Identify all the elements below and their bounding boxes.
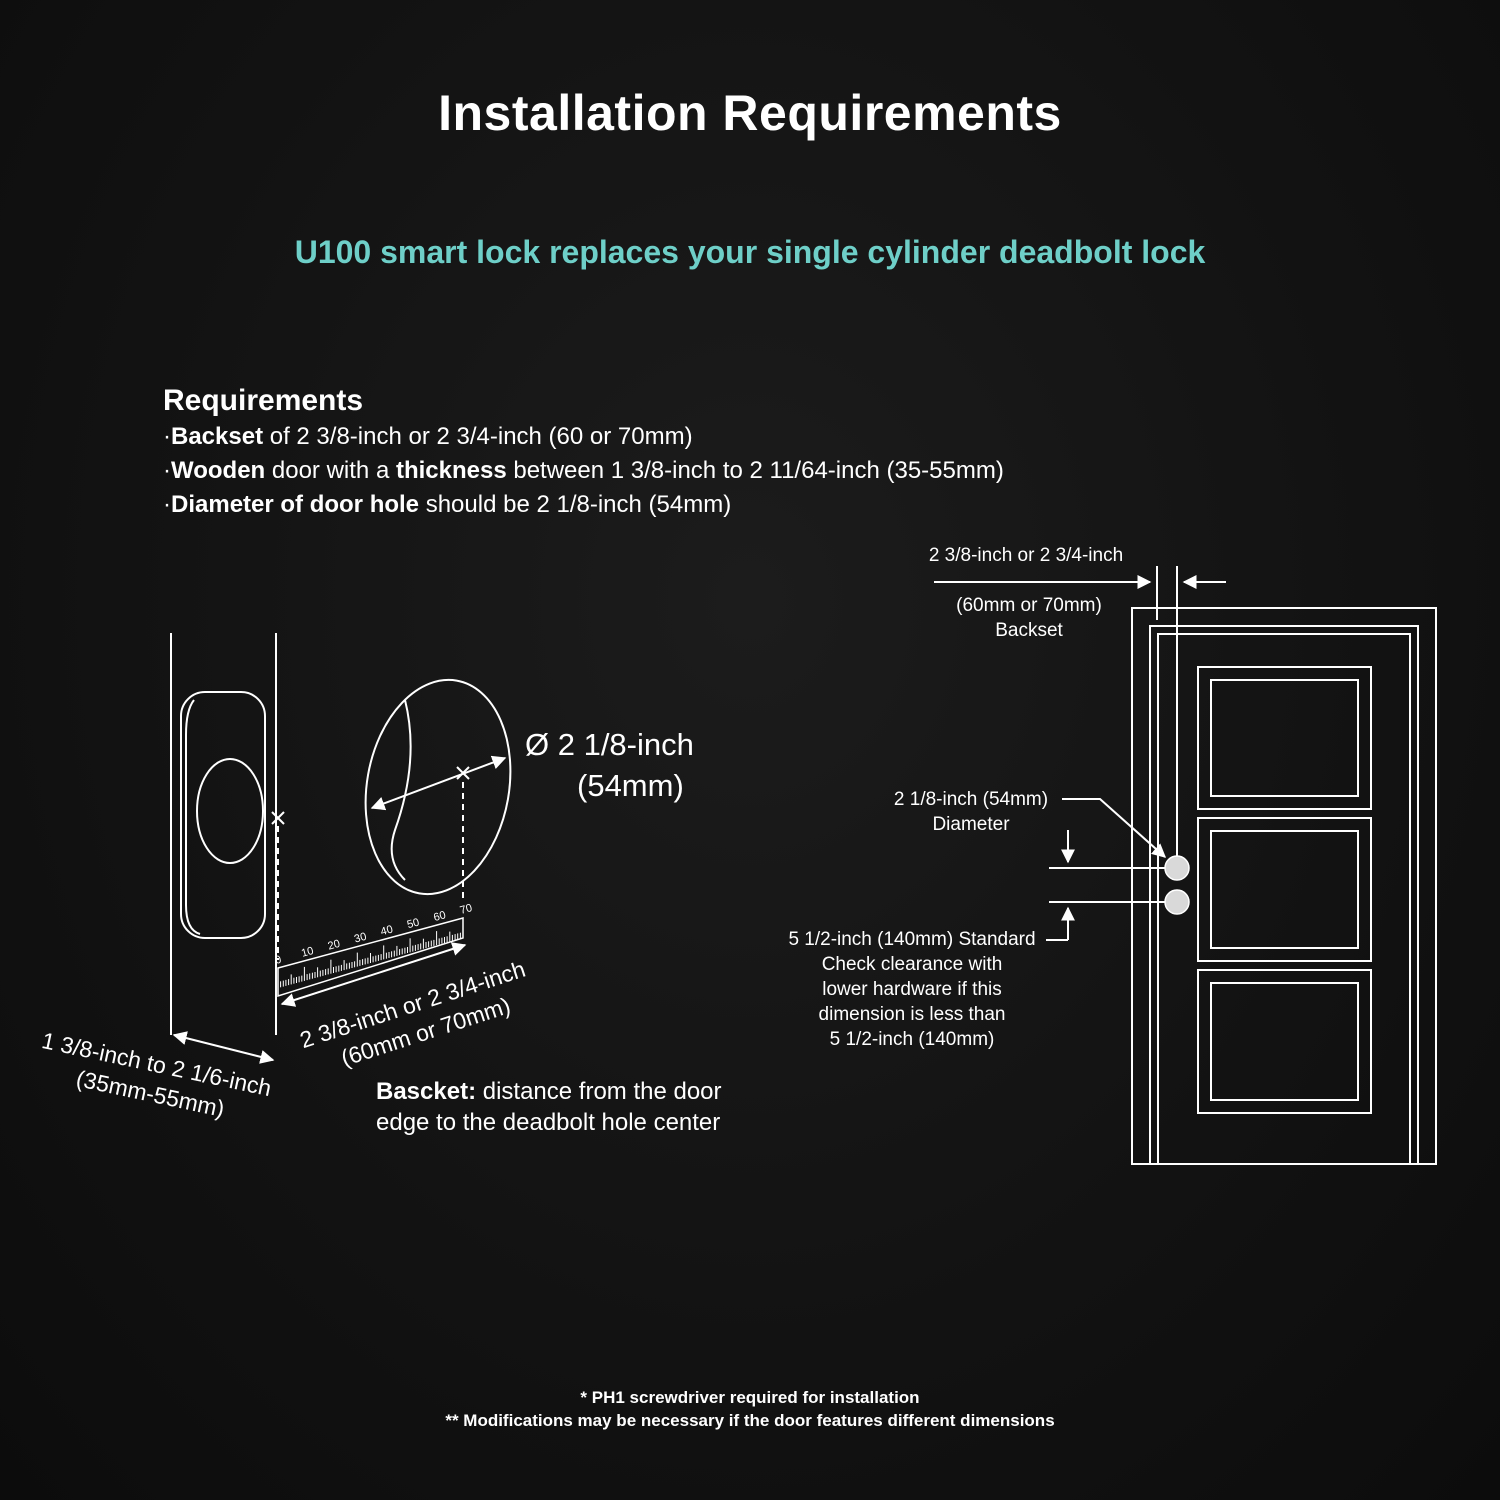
door-panel-bottom-inner <box>1210 982 1359 1101</box>
right-diameter-label-line2: Diameter <box>932 814 1010 835</box>
lock-outline <box>180 691 266 939</box>
requirement-diameter: ·Diameter of door hole should be 2 1/8-i… <box>163 488 1163 522</box>
bullet: · <box>163 491 171 518</box>
requirement-bold: Backset <box>171 423 264 450</box>
bullet: · <box>163 423 171 450</box>
ruler-tick-label: 20 <box>327 938 342 953</box>
standard-clearance-line: lower hardware if this <box>822 979 1002 1000</box>
requirement-bold: thickness <box>395 457 507 484</box>
deadbolt-hole-icon <box>1164 855 1190 881</box>
ruler-tick-label: 50 <box>406 916 421 931</box>
right-backset-label-line3: Backset <box>995 620 1063 641</box>
right-backset-label-line2: (60mm or 70mm) <box>956 595 1102 616</box>
right-diameter-label-line1: 2 1/8-inch (54mm) <box>894 789 1048 810</box>
page-title: Installation Requirements <box>438 85 1062 141</box>
lock-back-edge <box>185 699 201 935</box>
backset-label-left: 2 3/8-inch or 2 3/4-inch (60mm or 70mm) <box>297 956 529 1072</box>
requirement-text: of 2 3/8-inch or 2 3/4-inch (60 or 70mm) <box>263 423 693 450</box>
thickness-label: 1 3/8-inch to 2 1/6-inch (35mm-55mm) <box>40 1027 274 1122</box>
requirement-text: should be 2 1/8-inch (54mm) <box>419 491 732 518</box>
backset-caption-text: distance from the door <box>476 1078 721 1105</box>
requirements-heading: Requirements <box>163 384 364 417</box>
door-panel-top-inner <box>1210 679 1359 797</box>
left-door-edge-diagram <box>170 633 285 1035</box>
door-front-diagram <box>1131 566 1437 1165</box>
hole-center-mark <box>456 766 470 780</box>
standard-clearance-line: dimension is less than <box>819 1004 1006 1025</box>
hole-circle <box>364 678 512 896</box>
handle-hole-icon <box>1164 889 1190 915</box>
ruler-tick-label: 40 <box>379 924 394 939</box>
backset-caption-line2: edge to the deadbolt hole center <box>376 1109 720 1136</box>
door-panel-bottom-outer <box>1197 969 1372 1114</box>
diameter-leader-arrow <box>1062 798 1167 858</box>
bullet: · <box>163 457 171 484</box>
backset-arrow <box>280 942 467 1007</box>
backset-caption-line1: Bascket: distance from the door <box>376 1078 722 1105</box>
spacing-indicator <box>1046 830 1165 941</box>
door-slab <box>1157 633 1411 1165</box>
standard-clearance-line: 5 1/2-inch (140mm) <box>830 1029 995 1050</box>
page-subtitle: U100 smart lock replaces your single cyl… <box>294 234 1206 270</box>
right-backset-label-line1: 2 3/8-inch or 2 3/4-inch <box>929 545 1123 566</box>
ruler-tick-label: 0 <box>274 954 283 967</box>
requirement-text: between 1 3/8-inch to 2 11/64-inch (35-5… <box>506 457 1004 484</box>
door-hole-diagram <box>364 678 512 900</box>
hole-inner-curve <box>390 699 412 881</box>
door-frame-inner <box>1149 625 1419 1165</box>
door-panel-top-outer <box>1197 666 1372 810</box>
door-panel-middle-outer <box>1197 817 1372 962</box>
requirement-thickness: ·Wooden door with a thickness between 1 … <box>163 454 1163 488</box>
requirement-text: door with a <box>265 457 396 484</box>
ruler-tick-label: 30 <box>353 931 368 946</box>
footnotes: * PH1 screwdriver required for installat… <box>0 1386 1500 1432</box>
ruler-tick-label: 70 <box>459 902 474 917</box>
ruler-tick-label: 10 <box>300 945 315 960</box>
diameter-arrow <box>370 755 507 811</box>
requirements-section: Requirements ·Backset of 2 3/8-inch or 2… <box>163 384 1163 522</box>
hole-diameter-label-line2: (54mm) <box>577 768 684 803</box>
standard-clearance-line: Check clearance with <box>822 954 1003 975</box>
requirement-bold: Wooden <box>171 457 266 484</box>
standard-clearance-line: 5 1/2-inch (140mm) Standard <box>788 929 1035 950</box>
door-panel-middle-inner <box>1210 830 1359 949</box>
footnote-screwdriver: * PH1 screwdriver required for installat… <box>580 1388 920 1407</box>
backset-caption-bold: Bascket: <box>376 1078 476 1105</box>
hole-diameter-label-line1: Ø 2 1/8-inch <box>525 727 694 762</box>
requirement-backset: ·Backset of 2 3/8-inch or 2 3/4-inch (60… <box>163 420 1163 454</box>
footnote-modifications: ** Modifications may be necessary if the… <box>445 1411 1055 1430</box>
center-mark <box>271 811 285 825</box>
thickness-arrow <box>172 1031 275 1064</box>
lock-cylinder-circle <box>196 758 264 864</box>
ruler-tick-label: 60 <box>432 909 447 924</box>
requirement-bold: Diameter of door hole <box>171 491 420 518</box>
ruler-tick-labels: 0 10 20 30 40 50 60 70 <box>274 902 474 967</box>
